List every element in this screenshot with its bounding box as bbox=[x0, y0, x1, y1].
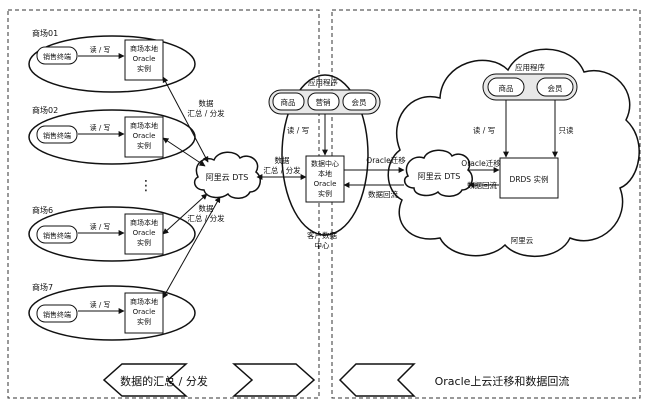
sales-terminal-box bbox=[36, 46, 78, 65]
store-db-line3: 实例 bbox=[137, 238, 151, 247]
store-ellipse bbox=[28, 285, 196, 341]
right-app-goods-label: 商品 bbox=[499, 83, 514, 93]
dts-label-right: 阿里云 DTS bbox=[418, 172, 461, 181]
sales-terminal-label: 销售终端 bbox=[43, 52, 71, 61]
backflow-label: 数据回流 bbox=[368, 189, 398, 199]
dc-caption-line1: 客户数据 bbox=[307, 230, 337, 240]
dc-rw-label: 读 / 写 bbox=[287, 125, 309, 135]
store-db-line1: 商场本地 bbox=[130, 218, 158, 227]
aliyun-cloud bbox=[387, 48, 640, 257]
store-name: 商场7 bbox=[32, 282, 53, 292]
dc-db-line4: 实例 bbox=[318, 189, 332, 198]
readonly-label: 只读 bbox=[559, 125, 574, 135]
store-db-line2: Oracle bbox=[133, 132, 156, 140]
drds-box bbox=[499, 157, 559, 199]
left-footer-label: 数据的汇总 / 分发 bbox=[120, 374, 208, 388]
chevron-left-icon bbox=[102, 363, 188, 397]
dts-cloud-right: 阿里云 DTS bbox=[403, 149, 473, 197]
sales-terminal-box bbox=[36, 225, 78, 244]
store-db-line3: 实例 bbox=[137, 64, 151, 73]
app-box-member bbox=[342, 92, 377, 111]
read-write-label: 读 / 写 bbox=[90, 300, 111, 309]
app-member-label: 会员 bbox=[352, 97, 367, 107]
store-db-line1: 商场本地 bbox=[130, 121, 158, 130]
app-goods-label: 商品 bbox=[281, 97, 296, 107]
sync-arrow-mid bbox=[162, 137, 206, 167]
dc-db-line1: 数据中心 bbox=[311, 159, 339, 168]
dc-db-box bbox=[305, 155, 345, 203]
store-group-02: 商场02 销售终端 读 / 写 商场本地 Oracle 实例 bbox=[28, 105, 196, 165]
app-marketing-label: 营销 bbox=[316, 97, 331, 107]
sales-terminal-label: 销售终端 bbox=[43, 231, 71, 240]
aliyun-caption: 阿里云 bbox=[511, 236, 534, 245]
store-db-line1: 商场本地 bbox=[130, 297, 158, 306]
chevron-left-icon bbox=[338, 363, 416, 397]
more-stores-ellipsis: ⋮ bbox=[139, 178, 153, 194]
dts-label: 阿里云 DTS bbox=[206, 173, 249, 182]
store-db-line2: Oracle bbox=[133, 308, 156, 316]
migrate-label-2: Oracle迁移 bbox=[461, 158, 501, 168]
drds-label: DRDS 实例 bbox=[510, 174, 549, 184]
backflow-label-2: 数据回流 bbox=[467, 180, 497, 190]
store-db-line3: 实例 bbox=[137, 141, 151, 150]
store-name: 商场6 bbox=[32, 205, 53, 215]
store-ellipse bbox=[28, 35, 196, 93]
store-group-7: 商场7 销售终端 读 / 写 商场本地 Oracle 实例 bbox=[28, 282, 196, 341]
left-footer-banner: 数据的汇总 / 分发 bbox=[102, 363, 316, 397]
store-name: 商场02 bbox=[32, 105, 58, 115]
read-write-label: 读 / 写 bbox=[90, 222, 111, 231]
sales-terminal-label: 销售终端 bbox=[43, 310, 71, 319]
right-panel-frame bbox=[331, 9, 641, 399]
sync-arrow-lower bbox=[162, 196, 221, 299]
store-db-line2: Oracle bbox=[133, 229, 156, 237]
right-rw-label: 读 / 写 bbox=[473, 125, 495, 135]
app-box-marketing bbox=[307, 92, 340, 111]
store-db-box bbox=[124, 292, 164, 334]
dts-cloud-left: 阿里云 DTS bbox=[193, 151, 261, 199]
apps-title: 应用程序 bbox=[308, 77, 338, 87]
right-footer-banner: Oracle上云迁移和数据回流 bbox=[338, 363, 570, 397]
left-panel-frame bbox=[7, 9, 320, 399]
right-apps-title: 应用程序 bbox=[515, 62, 545, 72]
right-footer-label: Oracle上云迁移和数据回流 bbox=[435, 374, 570, 388]
chevron-right-icon bbox=[232, 363, 316, 397]
store-db-box bbox=[124, 39, 164, 81]
sales-terminal-label: 销售终端 bbox=[43, 131, 71, 140]
right-app-member bbox=[536, 77, 574, 97]
store-db-line1: 商场本地 bbox=[130, 44, 158, 53]
migrate-label: Oracle迁移 bbox=[366, 155, 406, 165]
sync-top-line2: 汇总 / 分发 bbox=[187, 108, 225, 118]
read-write-label: 读 / 写 bbox=[90, 45, 111, 54]
read-write-label: 读 / 写 bbox=[90, 123, 111, 132]
store-db-line2: Oracle bbox=[133, 55, 156, 63]
app-box-goods bbox=[272, 92, 305, 111]
dc-db-line3: Oracle bbox=[314, 180, 337, 188]
sales-terminal-box bbox=[36, 304, 78, 323]
customer-datacenter-ellipse bbox=[281, 74, 369, 236]
sync-top-line1: 数据 bbox=[199, 98, 214, 108]
right-app-member-label: 会员 bbox=[548, 83, 563, 93]
store-name: 商场01 bbox=[32, 28, 58, 38]
right-app-goods bbox=[487, 77, 525, 97]
store-group-6: 商场6 销售终端 读 / 写 商场本地 Oracle 实例 bbox=[28, 205, 196, 262]
dc-caption-line2: 中心 bbox=[315, 240, 330, 250]
store-db-line3: 实例 bbox=[137, 317, 151, 326]
store-db-box bbox=[124, 116, 164, 158]
dc-db-line2: 本地 bbox=[318, 169, 332, 178]
store-group-01: 商场01 销售终端 读 / 写 商场本地 Oracle 实例 bbox=[28, 28, 196, 93]
sales-terminal-box bbox=[36, 125, 78, 144]
